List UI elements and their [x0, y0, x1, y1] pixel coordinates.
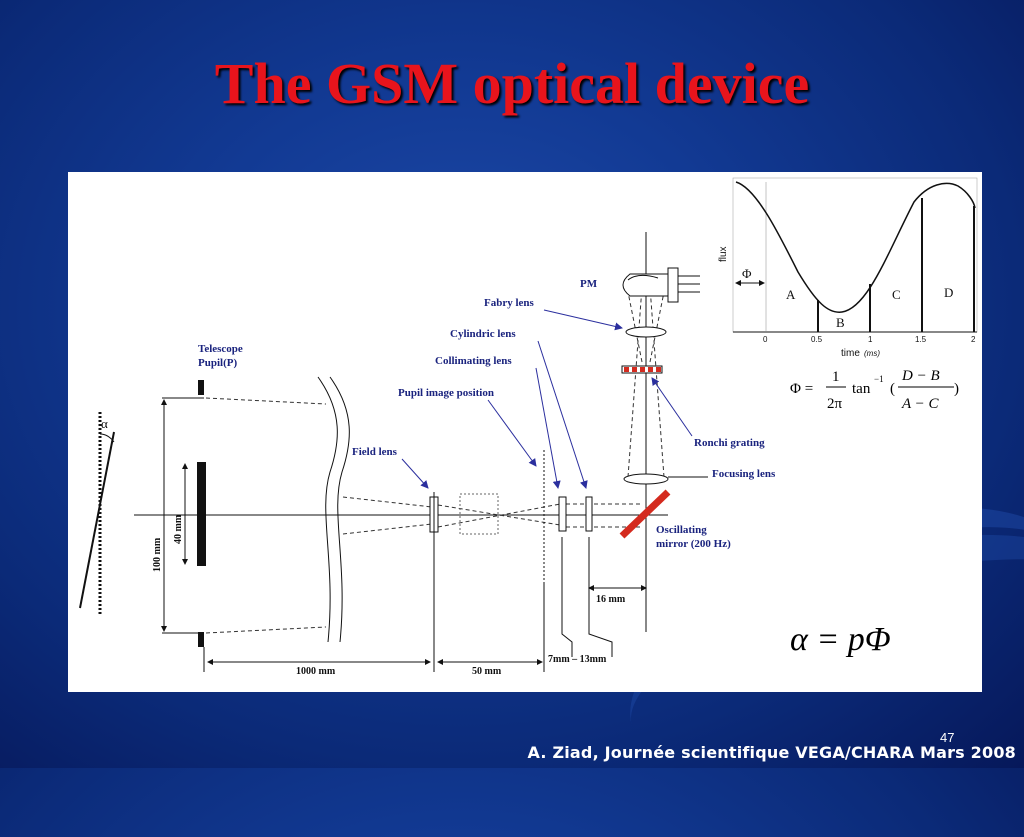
dim-7-13mm: 7mm – 13mm — [548, 654, 607, 665]
ronchi-arrow — [651, 377, 693, 437]
collimating-lens-label: Collimating lens — [435, 355, 512, 367]
alpha-equation: α = pΦ — [790, 621, 891, 658]
phase-label: Φ — [742, 266, 752, 281]
diagram-panel: 100 mm 40 mm Telescope Pupil(P) α Field … — [68, 172, 982, 692]
dim-40mm: 40 mm — [173, 514, 184, 544]
beam-line — [342, 496, 433, 508]
ronchi-grating-label: Ronchi grating — [694, 437, 765, 449]
beam-line — [205, 626, 327, 634]
cylindric-lens-arrow — [537, 340, 588, 489]
fabry-lens — [625, 326, 667, 338]
xtick: 1.5 — [915, 335, 927, 344]
collimating-lens-arrow — [535, 367, 561, 489]
field-lens-arrow — [401, 458, 429, 489]
alpha-arc — [99, 433, 115, 443]
fabry-lens-label: Fabry lens — [484, 297, 535, 309]
dim-1000mm: 1000 mm — [296, 666, 336, 677]
alpha-label: α — [101, 416, 108, 431]
dim-50mm: 50 mm — [472, 666, 502, 677]
slide-footer: A. Ziad, Journée scientifique VEGA/CHARA… — [527, 743, 1016, 762]
segment-a: A — [786, 287, 796, 302]
flux-curve — [735, 181, 976, 313]
mirror-label-2: mirror (200 Hz) — [656, 538, 731, 550]
beam-line — [649, 286, 665, 478]
break-line — [317, 376, 338, 643]
cylindric-lens-label: Cylindric lens — [450, 328, 516, 340]
beam-line — [205, 397, 327, 405]
x-axis-unit: (ms) — [864, 349, 880, 358]
pupil-obstruction — [197, 462, 206, 566]
xtick: 1 — [868, 335, 873, 344]
eq-exp: −1 — [874, 374, 884, 384]
tilted-wavefront — [79, 431, 115, 609]
phase-equation: Φ = 1 2π tan −1 ( D − B A − C ) — [790, 368, 959, 412]
eq-lhs: Φ = — [790, 381, 813, 397]
field-lens-label: Field lens — [352, 446, 398, 458]
ronchi-grating — [621, 365, 663, 374]
telescope-pupil-top — [198, 380, 204, 395]
xtick: 2 — [971, 335, 976, 344]
fabry-lens-arrow — [543, 309, 623, 331]
xtick: 0.5 — [811, 335, 823, 344]
page-number: 47 — [940, 730, 955, 745]
segment-c: C — [892, 287, 901, 302]
eq-num: 1 — [832, 369, 840, 385]
eq-close: ) — [954, 381, 959, 397]
cylindric-lens — [585, 496, 593, 532]
mirror-label-1: Oscillating — [656, 524, 707, 536]
flux-inset-plot: Φ A B C D 0 0.5 1 1.5 2 time (ms) flux — [718, 177, 978, 359]
oscillating-mirror — [619, 489, 671, 539]
eq-frac-den: A − C — [901, 396, 940, 412]
segment-b: B — [836, 315, 845, 330]
dim-line — [588, 624, 613, 657]
eq-den: 2π — [827, 396, 843, 412]
optical-diagram: 100 mm 40 mm Telescope Pupil(P) α Field … — [79, 177, 978, 677]
pupil-image-label: Pupil image position — [398, 387, 494, 399]
pm-label: PM — [580, 278, 598, 290]
photomultiplier — [622, 267, 700, 303]
segment-d: D — [944, 285, 953, 300]
break-line — [329, 376, 350, 643]
focusing-lens — [623, 473, 669, 485]
xtick: 0 — [763, 335, 768, 344]
beam-line — [342, 523, 433, 535]
dim-16mm: 16 mm — [596, 594, 626, 605]
beam-line — [627, 286, 643, 478]
telescope-label: Telescope — [198, 343, 243, 355]
pupil-label: Pupil(P) — [198, 357, 237, 369]
eq-open: ( — [890, 381, 895, 397]
dim-100mm: 100 mm — [152, 537, 163, 572]
eq-tan: tan — [852, 381, 871, 397]
pupil-image-box — [459, 493, 499, 535]
dim-line — [561, 624, 573, 657]
collimating-lens — [558, 496, 567, 532]
slide-title: The GSM optical device — [214, 51, 810, 116]
telescope-pupil-bottom — [198, 632, 204, 647]
y-axis-label: flux — [718, 246, 729, 262]
eq-frac-num: D − B — [901, 368, 940, 384]
x-axis-label: time — [841, 348, 860, 359]
pupil-image-arrow — [487, 399, 537, 467]
focusing-lens-label: Focusing lens — [712, 468, 776, 480]
